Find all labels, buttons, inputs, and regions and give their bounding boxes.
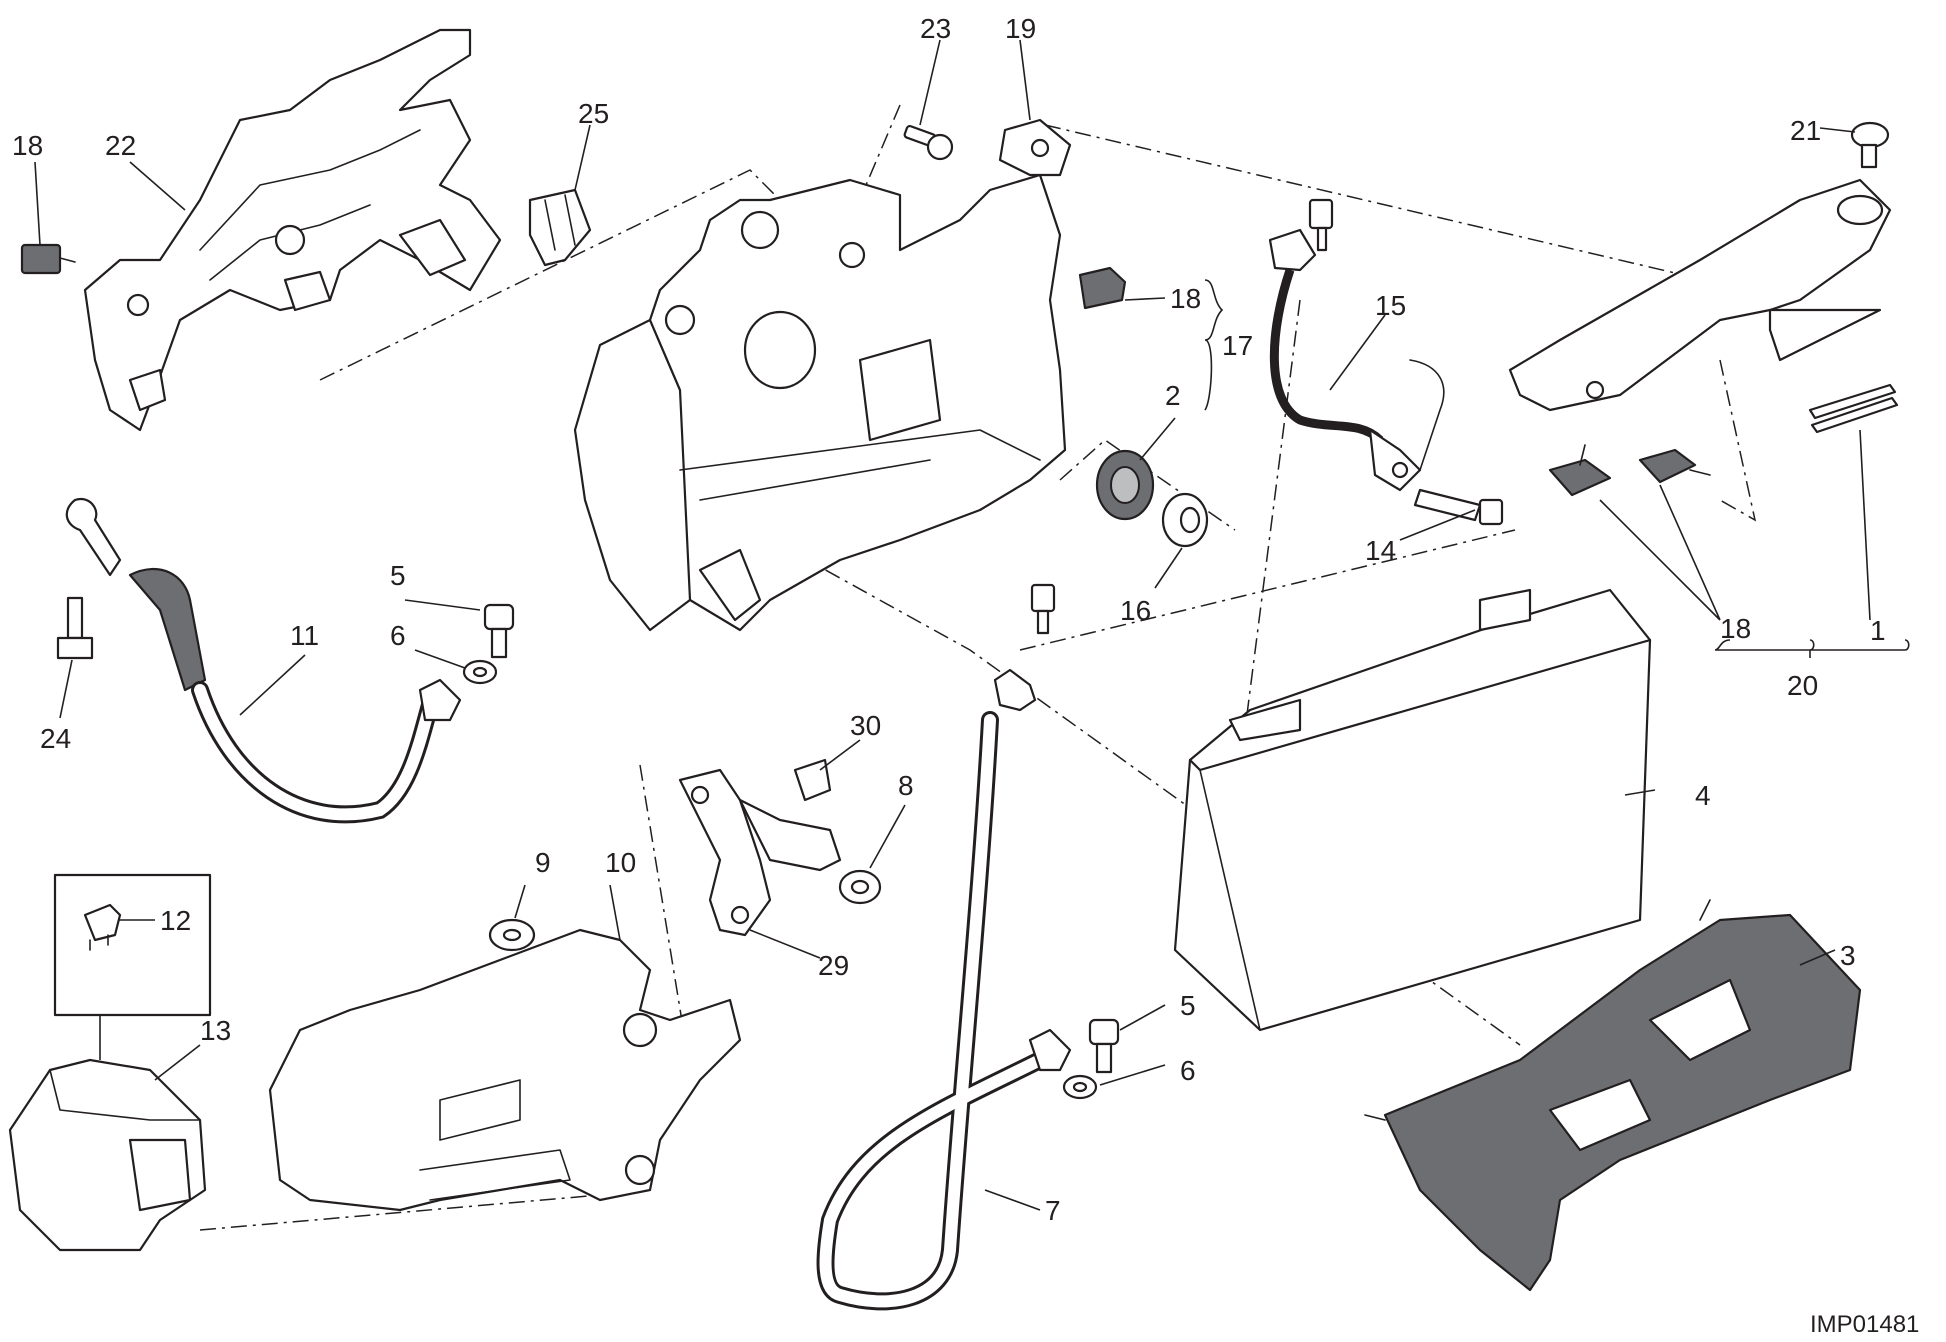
rubber-plug-18-right-b <box>1638 448 1711 484</box>
bracket-29 <box>678 768 842 937</box>
rubber-plug-18-right-a <box>1548 444 1612 497</box>
callout-10: 10 <box>605 847 636 878</box>
fuse-inset-box <box>53 873 212 1060</box>
screw-5-upper <box>483 603 515 659</box>
nut-8 <box>838 869 882 905</box>
callout-5-lower: 5 <box>1180 990 1196 1021</box>
bush-16 <box>1161 492 1209 548</box>
callout-6-upper: 6 <box>390 620 406 651</box>
callout-9: 9 <box>535 847 551 878</box>
pins-1 <box>1808 383 1899 434</box>
grommet-2 <box>1095 449 1155 521</box>
cable-15 <box>1268 228 1445 492</box>
callout-19: 19 <box>1005 13 1036 44</box>
cable-11 <box>65 497 462 824</box>
rubber-plug-18-center <box>1078 266 1127 310</box>
callout-2: 2 <box>1165 380 1181 411</box>
drawing-code: IMP01481 <box>1810 1311 1919 1338</box>
callout-24: 24 <box>40 723 71 754</box>
callout-30: 30 <box>850 710 881 741</box>
cable-7 <box>816 668 1072 1311</box>
callout-5-upper: 5 <box>390 560 406 591</box>
bolt-7-top <box>1030 583 1056 635</box>
callout-16: 16 <box>1120 595 1151 626</box>
bolt-24 <box>56 596 94 660</box>
callout-12: 12 <box>160 905 191 936</box>
battery-tray <box>573 173 1067 632</box>
callout-23: 23 <box>920 13 951 44</box>
callout-labels: 1 2 3 4 5 5 6 6 7 8 9 10 11 12 13 14 15 … <box>12 13 1919 1338</box>
screw-21 <box>1850 121 1890 169</box>
callout-20: 20 <box>1787 670 1818 701</box>
callout-29: 29 <box>818 950 849 981</box>
callout-6-lower: 6 <box>1180 1055 1196 1086</box>
callout-17: 17 <box>1222 330 1253 361</box>
battery-4 <box>1173 588 1652 1032</box>
callout-4: 4 <box>1695 780 1711 811</box>
callout-21: 21 <box>1790 115 1821 146</box>
screw-5-lower <box>1088 1018 1120 1074</box>
bolt-15-top <box>1308 198 1334 252</box>
battery-support-3 <box>1364 899 1862 1292</box>
bolt-14 <box>1413 488 1504 526</box>
leader-lines <box>34 39 1910 1211</box>
callout-7: 7 <box>1045 1195 1061 1226</box>
callout-13: 13 <box>200 1015 231 1046</box>
callout-22: 22 <box>105 130 136 161</box>
clip-nut-19 <box>998 118 1072 177</box>
screw-23 <box>903 124 954 161</box>
callout-25: 25 <box>578 98 609 129</box>
callout-1: 1 <box>1870 615 1886 646</box>
washer-6-lower <box>1062 1074 1098 1100</box>
callout-18-center: 18 <box>1170 283 1201 314</box>
callout-18-right: 18 <box>1720 613 1751 644</box>
relay-13 <box>8 1058 207 1252</box>
callout-8: 8 <box>898 770 914 801</box>
washer-6-upper <box>462 659 498 685</box>
clip-25 <box>528 188 592 267</box>
rubber-plug-18-left <box>20 243 76 275</box>
callout-14: 14 <box>1365 535 1396 566</box>
callout-15: 15 <box>1375 290 1406 321</box>
frame-bracket-22 <box>83 28 502 432</box>
callout-3: 3 <box>1840 940 1856 971</box>
washer-9 <box>488 918 536 952</box>
callout-18-left: 18 <box>12 130 43 161</box>
support-bracket-right <box>1508 178 1892 412</box>
callout-11: 11 <box>290 620 319 651</box>
relay-bracket-10 <box>268 928 742 1212</box>
